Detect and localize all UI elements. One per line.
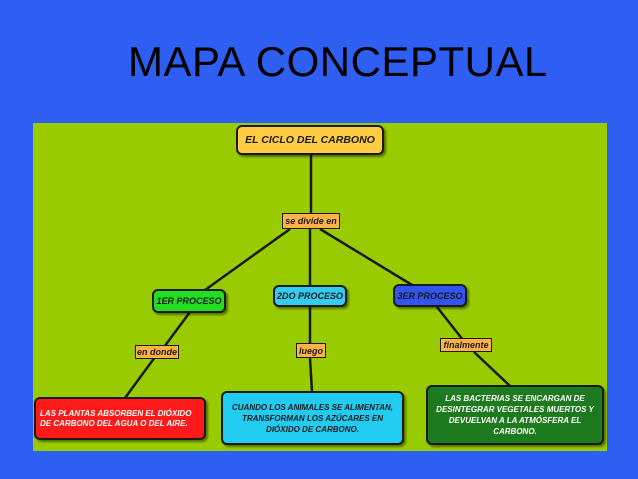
- slide-title: MAPA CONCEPTUAL: [128, 38, 548, 85]
- link-label-root-text: se divide en: [285, 216, 337, 226]
- link-label-1-text: en donde: [137, 347, 177, 357]
- process-1-node: 1ER PROCESO: [152, 289, 226, 313]
- link-label-3-text: finalmente: [443, 340, 489, 350]
- connector-process-1-link-1: [162, 311, 192, 348]
- link-label-2-text: luego: [299, 345, 323, 356]
- connector-link-process-3: [319, 227, 413, 287]
- process-1-label: 1ER PROCESO: [156, 296, 222, 306]
- link-label-1: en donde: [135, 345, 179, 359]
- process-3-node: 3ER PROCESO: [393, 284, 467, 307]
- link-label-3: finalmente: [440, 338, 492, 352]
- result-2-node: CUANDO LOS ANIMALES SE ALIMENTAN, TRANSF…: [221, 391, 404, 445]
- result-1-node: LAS PLANTAS ABSORBEN EL DIÓXIDO DE CARBO…: [34, 397, 206, 440]
- result-3-text: LAS BACTERIAS SE ENCARGAN DE DESINTEGRAR…: [436, 394, 594, 436]
- connector-link-process-1: [204, 227, 291, 292]
- result-2-text: CUANDO LOS ANIMALES SE ALIMENTAN, TRANSF…: [231, 402, 394, 434]
- root-concept: EL CICLO DEL CARBONO: [236, 125, 384, 155]
- connector-link-2-result-2: [308, 357, 314, 393]
- link-label-2: luego: [296, 343, 326, 358]
- result-3-node: LAS BACTERIAS SE ENCARGAN DE DESINTEGRAR…: [426, 385, 604, 445]
- connector-link-3-result-3: [473, 351, 511, 387]
- connector-link-1-result-1: [123, 356, 157, 399]
- link-label-root: se divide en: [282, 213, 340, 229]
- process-2-label: 2DO PROCESO: [276, 291, 343, 301]
- connector-process-3-link-3: [436, 306, 464, 341]
- process-2-node: 2DO PROCESO: [273, 285, 347, 307]
- result-1-text: LAS PLANTAS ABSORBEN EL DIÓXIDO DE CARBO…: [40, 408, 192, 428]
- root-concept-label: EL CICLO DEL CARBONO: [245, 134, 375, 146]
- process-3-label: 3ER PROCESO: [397, 290, 463, 301]
